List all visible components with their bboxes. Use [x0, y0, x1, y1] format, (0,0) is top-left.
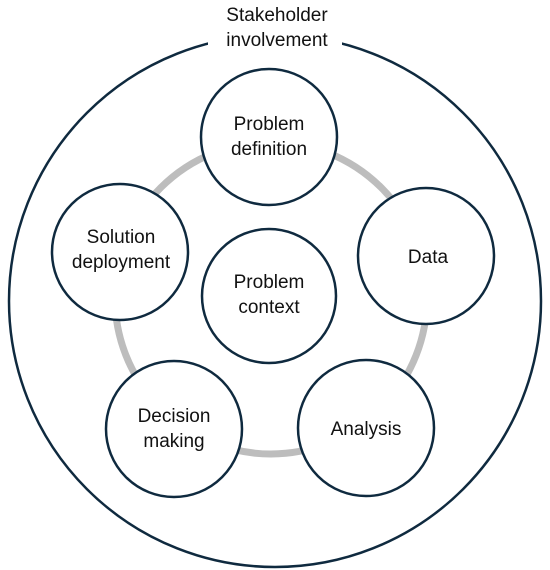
node-problem-definition-circle — [199, 67, 339, 207]
node-decision-making: Decision making — [104, 359, 244, 499]
center-node: Problem context — [200, 227, 338, 365]
node-analysis-circle — [296, 358, 436, 498]
node-decision-making-line-2: making — [143, 431, 204, 452]
node-data-circle — [356, 186, 496, 326]
node-data-line-1: Data — [408, 247, 449, 268]
node-solution-deployment-circle — [50, 182, 190, 322]
node-decision-making-line-1: Decision — [138, 406, 211, 427]
center-node-circle — [200, 227, 338, 365]
node-solution-deployment-line-1: Solution — [87, 227, 156, 248]
node-problem-definition: Problem definition — [199, 67, 339, 207]
node-data: Data — [356, 186, 496, 326]
center-node-label-line-1: Problem — [234, 272, 305, 293]
outer-title-line-2: involvement — [226, 30, 328, 51]
node-problem-definition-line-2: definition — [231, 139, 307, 160]
node-analysis-line-1: Analysis — [331, 419, 402, 440]
node-problem-definition-line-1: Problem — [234, 114, 305, 135]
outer-title-backdrop — [208, 0, 342, 54]
node-analysis: Analysis — [296, 358, 436, 498]
outer-title-line-1: Stakeholder — [226, 5, 328, 26]
node-solution-deployment: Solution deployment — [50, 182, 190, 322]
node-decision-making-circle — [104, 359, 244, 499]
node-solution-deployment-line-2: deployment — [72, 252, 171, 273]
center-node-label-line-2: context — [238, 297, 300, 318]
